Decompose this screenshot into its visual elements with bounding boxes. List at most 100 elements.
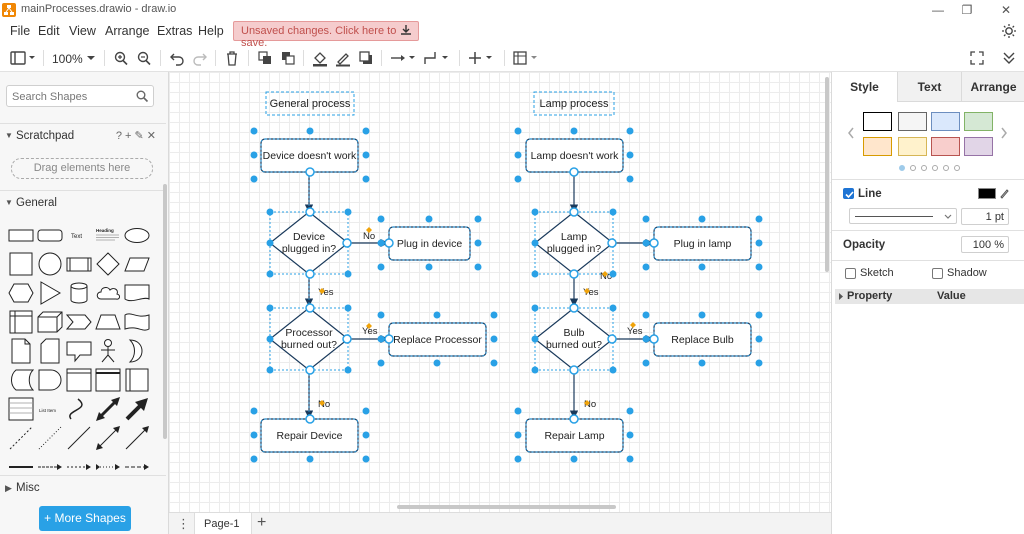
- shadow-icon[interactable]: [358, 49, 374, 67]
- more-shapes-button[interactable]: + More Shapes: [39, 506, 131, 531]
- shape-internal-storage[interactable]: [8, 309, 34, 335]
- shape-card[interactable]: [37, 338, 63, 364]
- shape-text[interactable]: Text: [66, 222, 92, 248]
- misc-header[interactable]: ▶ Misc: [0, 475, 166, 499]
- fill-color-icon[interactable]: [312, 49, 328, 67]
- sketch-checkbox[interactable]: [845, 268, 856, 279]
- chevron-left-icon[interactable]: [847, 127, 855, 139]
- diagram-canvas[interactable]: General process Device doesn't work Devi…: [169, 72, 831, 512]
- shape-line[interactable]: [66, 425, 92, 451]
- shadow-checkbox[interactable]: [932, 268, 943, 279]
- zoom-chevron-down-icon[interactable]: [86, 55, 96, 73]
- style-page-dot[interactable]: [921, 165, 927, 171]
- shape-arrow[interactable]: [124, 454, 150, 480]
- shape-ellipse[interactable]: [124, 222, 150, 248]
- style-page-dot[interactable]: [943, 165, 949, 171]
- scratchpad-drop-zone[interactable]: Drag elements here: [11, 158, 153, 179]
- shape-circle[interactable]: [37, 251, 63, 277]
- shape-delay[interactable]: [37, 367, 63, 393]
- shape-tape[interactable]: [124, 309, 150, 335]
- style-page-dot[interactable]: [954, 165, 960, 171]
- style-swatch-6[interactable]: [898, 137, 927, 156]
- menu-arrange[interactable]: Arrange: [105, 24, 150, 38]
- line-checkbox[interactable]: [843, 188, 854, 199]
- tab-arrange[interactable]: Arrange: [961, 72, 1024, 102]
- line-width-input[interactable]: 1 pt: [961, 208, 1009, 225]
- style-page-dot[interactable]: [899, 165, 905, 171]
- shape-cloud[interactable]: [95, 280, 121, 306]
- style-swatch-3[interactable]: [931, 112, 960, 131]
- style-swatch-2[interactable]: [898, 112, 927, 131]
- shape-or[interactable]: [124, 338, 150, 364]
- line-color-icon[interactable]: [335, 49, 351, 67]
- menu-help[interactable]: Help: [198, 24, 224, 38]
- menu-file[interactable]: File: [10, 24, 31, 38]
- theme-sun-icon[interactable]: [1001, 23, 1017, 39]
- shape-dashed-arrow[interactable]: [95, 454, 121, 480]
- style-swatch-8[interactable]: [964, 137, 993, 156]
- opacity-input[interactable]: 100 %: [961, 236, 1009, 253]
- zoom-in-icon[interactable]: [113, 49, 129, 67]
- shape-note[interactable]: [8, 338, 34, 364]
- collapse-icon[interactable]: [1002, 49, 1016, 67]
- to-front-icon[interactable]: [257, 49, 273, 67]
- tab-style[interactable]: Style: [850, 80, 879, 94]
- shape-container[interactable]: [66, 367, 92, 393]
- style-page-dot[interactable]: [932, 165, 938, 171]
- shape-callout[interactable]: [66, 338, 92, 364]
- scratchpad-actions[interactable]: ? + ✎ ✕: [115, 130, 156, 142]
- shape-textbox[interactable]: Heading: [95, 222, 121, 248]
- shape-curve[interactable]: [66, 396, 92, 422]
- table-icon[interactable]: [513, 49, 541, 67]
- line-color-swatch[interactable]: [978, 188, 996, 199]
- search-shapes-input[interactable]: Search Shapes: [6, 85, 154, 107]
- zoom-out-icon[interactable]: [136, 49, 152, 67]
- shape-parallelogram[interactable]: [124, 251, 150, 277]
- undo-icon[interactable]: [169, 49, 185, 67]
- shape-diamond[interactable]: [95, 251, 121, 277]
- shape-dashed-line[interactable]: [8, 425, 34, 451]
- shape-link[interactable]: [37, 454, 63, 480]
- to-back-icon[interactable]: [280, 49, 296, 67]
- shape-rounded-rectangle[interactable]: [37, 222, 63, 248]
- shape-document[interactable]: [124, 280, 150, 306]
- shape-vertical-container[interactable]: [124, 367, 150, 393]
- style-page-dot[interactable]: [910, 165, 916, 171]
- shape-process[interactable]: [66, 251, 92, 277]
- shape-dotted-line[interactable]: [37, 425, 63, 451]
- menu-view[interactable]: View: [69, 24, 96, 38]
- shape-thick-line[interactable]: [8, 454, 34, 480]
- shape-list-item[interactable]: List Item: [37, 396, 63, 422]
- view-format-button[interactable]: [9, 49, 37, 67]
- zoom-level[interactable]: 100%: [52, 52, 83, 66]
- pages-menu-icon[interactable]: ⋮: [177, 516, 190, 531]
- shape-bidirectional-arrow[interactable]: [95, 396, 121, 422]
- pencil-icon[interactable]: [999, 187, 1009, 199]
- add-page-button[interactable]: +: [257, 514, 267, 531]
- menu-extras[interactable]: Extras: [157, 24, 193, 38]
- style-swatch-7[interactable]: [931, 137, 960, 156]
- search-icon[interactable]: [135, 89, 149, 103]
- shape-cube[interactable]: [37, 309, 63, 335]
- shape-rectangle[interactable]: [8, 222, 34, 248]
- shape-block-arrow[interactable]: [124, 396, 150, 422]
- maximize-button[interactable]: ❐: [961, 3, 973, 17]
- style-swatch-4[interactable]: [964, 112, 993, 131]
- general-header[interactable]: ▼ General: [0, 190, 166, 214]
- scratchpad-header[interactable]: ▼ Scratchpad ? + ✎ ✕: [0, 123, 166, 147]
- expand-caret-icon[interactable]: [838, 293, 844, 300]
- shape-hexagon[interactable]: [8, 280, 34, 306]
- connection-icon[interactable]: [390, 49, 418, 67]
- shape-square[interactable]: [8, 251, 34, 277]
- redo-icon[interactable]: [192, 49, 208, 67]
- delete-icon[interactable]: [224, 49, 240, 67]
- shapes-scrollbar[interactable]: [163, 184, 167, 439]
- shape-arrow-line[interactable]: [66, 454, 92, 480]
- shape-triangle[interactable]: [37, 280, 63, 306]
- unsaved-changes-button[interactable]: Unsaved changes. Click here to save.: [233, 21, 419, 49]
- fullscreen-icon[interactable]: [969, 49, 985, 67]
- shape-actor[interactable]: [95, 338, 121, 364]
- waypoint-icon[interactable]: [423, 49, 451, 67]
- shape-trapezoid[interactable]: [95, 309, 121, 335]
- menu-edit[interactable]: Edit: [38, 24, 60, 38]
